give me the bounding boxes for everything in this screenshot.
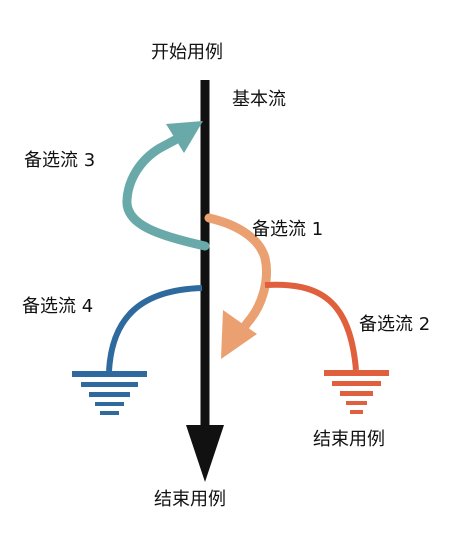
start-label: 开始用例 bbox=[151, 42, 223, 63]
ground-icon-left bbox=[72, 371, 147, 415]
alt-flow-4-line bbox=[106, 285, 203, 372]
end-main-label: 结束用例 bbox=[154, 489, 226, 510]
alt-flow-3-arrow bbox=[122, 121, 210, 251]
end-branch-label: 结束用例 bbox=[313, 429, 385, 450]
alt-flow-2-line bbox=[264, 281, 359, 371]
alt-flow-1-label: 备选流 1 bbox=[252, 219, 324, 240]
ground-icon-right bbox=[324, 370, 389, 414]
alt-flow-2-label: 备选流 2 bbox=[359, 314, 431, 335]
alt-flow-1-arrow bbox=[204, 213, 271, 359]
basic-flow-line bbox=[186, 80, 224, 482]
basic-flow-label: 基本流 bbox=[232, 89, 286, 110]
basic-flow-arrow-head bbox=[186, 425, 224, 482]
alt-flow-4-label: 备选流 4 bbox=[22, 296, 94, 317]
alt-flow-3-label: 备选流 3 bbox=[24, 150, 96, 171]
